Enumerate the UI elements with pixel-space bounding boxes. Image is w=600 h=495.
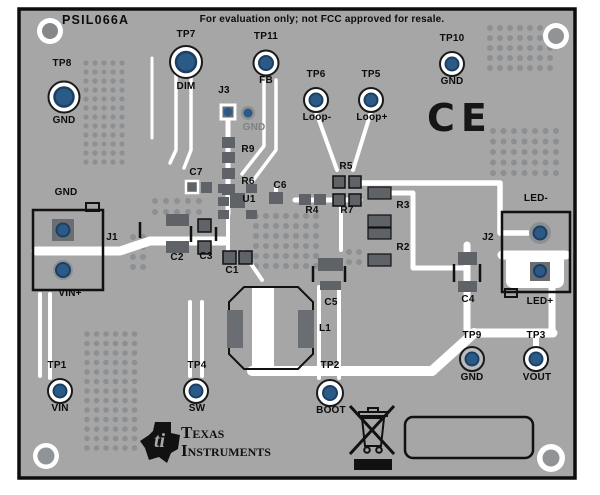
weee-icon: [348, 404, 396, 470]
ti-logo-icon: ti: [140, 422, 180, 463]
tp11-label: TP11: [253, 31, 279, 42]
tp7-signal: DIM: [176, 81, 196, 92]
tp1-signal: VIN: [51, 403, 69, 414]
connector-j3: [219, 103, 255, 121]
ref-r5: R5: [339, 161, 353, 172]
blank-label-box: [403, 415, 535, 460]
j2-top-label: LED-: [523, 193, 549, 204]
ref-l1: L1: [318, 323, 332, 334]
inductor-l1: [227, 286, 314, 370]
via-grid: [130, 234, 146, 270]
tp11-signal: FB: [259, 75, 273, 86]
testpoint-tp8: [47, 80, 81, 114]
ref-r2: R2: [396, 242, 410, 253]
tp7-label: TP7: [176, 29, 196, 40]
tp9-signal: GND: [460, 372, 484, 383]
tp10-label: TP10: [439, 33, 465, 44]
connector-j1: [31, 202, 105, 292]
testpoint-tp6: [303, 87, 329, 113]
ref-r6: R6: [241, 176, 255, 187]
tp1-label: TP1: [47, 360, 67, 371]
via-grid: [346, 249, 362, 265]
logo-line1: Texas: [181, 423, 225, 442]
j1-top-label: GND: [54, 187, 78, 198]
testpoint-tp3: [523, 346, 549, 372]
via-grid: [152, 198, 202, 215]
tp3-signal: VOUT: [522, 372, 552, 383]
tp6-signal: Loop-: [302, 112, 332, 123]
j2-bottom-label: LED+: [526, 296, 554, 307]
logo-line2: Instruments: [181, 441, 271, 460]
ref-c3: C3: [199, 251, 213, 262]
via-grid: [253, 213, 319, 269]
testpoints: [47, 45, 549, 407]
tp4-label: TP4: [187, 360, 207, 371]
tp5-label: TP5: [361, 69, 381, 80]
tp2-signal: BOOT: [316, 405, 346, 416]
trace-l1-band: [252, 286, 274, 372]
ref-c7: C7: [189, 167, 203, 178]
j3-gnd-label: GND: [242, 122, 266, 133]
tp9-label: TP9: [462, 330, 482, 341]
ref-r3: R3: [396, 200, 410, 211]
ref-c6: C6: [273, 180, 287, 191]
j1-ref: J1: [106, 232, 118, 243]
tp10-signal: GND: [440, 76, 464, 87]
evaluation-banner: For evaluation only; not FCC approved fo…: [199, 14, 445, 25]
ref-r4: R4: [305, 205, 319, 216]
testpoint-tp7: [169, 45, 203, 79]
via-grid: [490, 128, 559, 176]
tp8-label: TP8: [52, 58, 72, 69]
tp3-label: TP3: [526, 330, 546, 341]
connector-j2: [500, 210, 572, 298]
j2-ref: J2: [482, 232, 494, 243]
ref-u1: U1: [242, 194, 256, 205]
testpoint-tp10: [439, 51, 465, 77]
via-grid: [84, 331, 138, 451]
tp2-label: TP2: [320, 360, 340, 371]
ref-c2: C2: [170, 252, 184, 263]
tp4-signal: SW: [188, 403, 206, 414]
tp6-label: TP6: [306, 69, 326, 80]
ref-r9: R9: [241, 144, 255, 155]
mounting-holes: [33, 18, 569, 472]
ref-c4: C4: [461, 294, 475, 305]
ce-mark: CE: [427, 96, 493, 140]
svg-text:ti: ti: [154, 430, 166, 452]
via-grid: [83, 60, 125, 165]
testpoint-tp5: [358, 87, 384, 113]
testpoint-tp4: [183, 378, 209, 404]
testpoint-tp9: [459, 346, 485, 372]
tp5-signal: Loop+: [356, 112, 388, 123]
ref-c1: C1: [225, 265, 239, 276]
j1-bottom-label: VIN+: [58, 288, 82, 299]
testpoint-tp2: [316, 379, 344, 407]
components: [166, 137, 477, 292]
ref-r7: R7: [340, 205, 354, 216]
silkscreen-ticks: [138, 222, 482, 282]
board-title: PSIL066A: [62, 13, 130, 27]
ref-c5: C5: [324, 297, 338, 308]
j3-ref: J3: [218, 85, 230, 96]
testpoint-tp11: [252, 49, 280, 77]
testpoint-tp1: [47, 378, 73, 404]
tp8-signal: GND: [52, 115, 76, 126]
